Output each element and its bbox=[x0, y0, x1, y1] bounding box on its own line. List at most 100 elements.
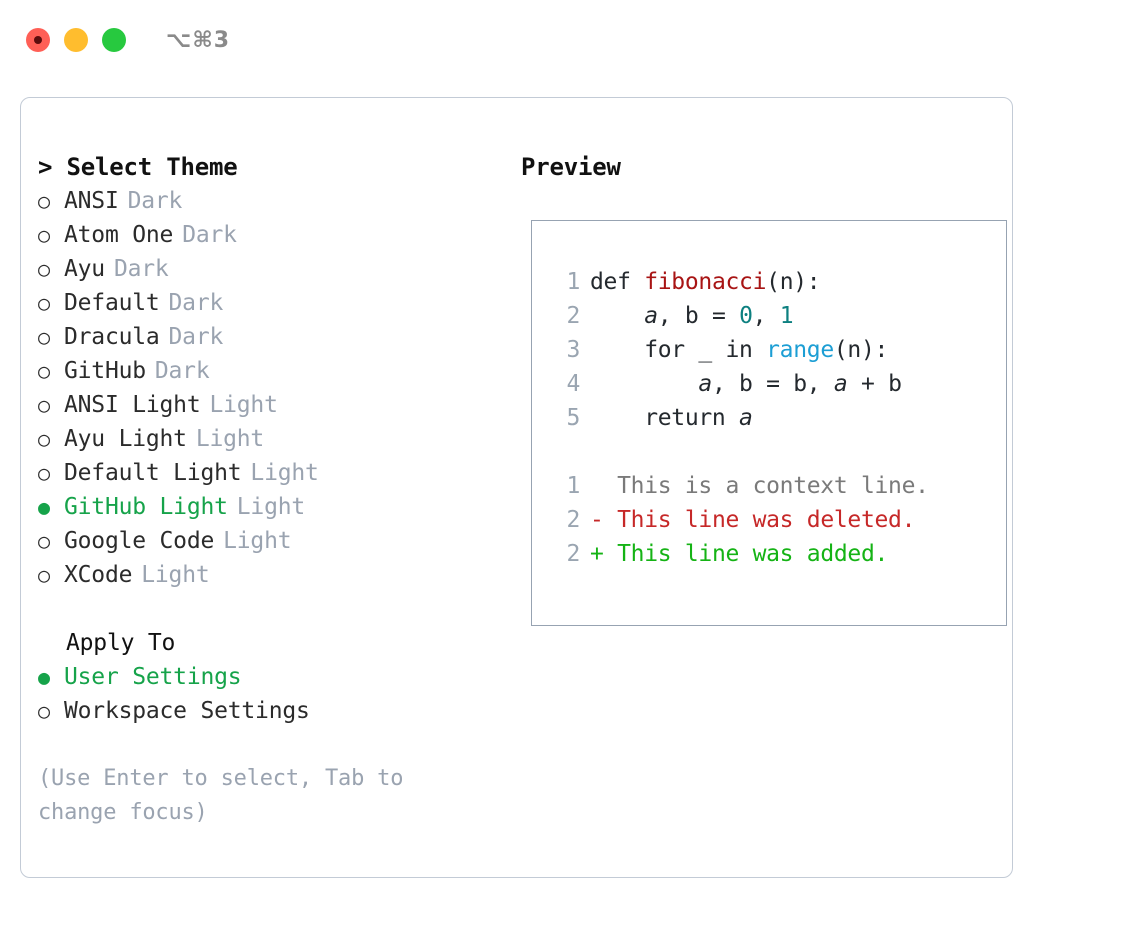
main-panel: > Select Theme ○ ANSI Dark ○ Atom One Da… bbox=[20, 97, 1013, 878]
theme-category: Light bbox=[141, 562, 210, 588]
apply-to-options: ● User Settings ○ Workspace Settings bbox=[38, 660, 501, 728]
theme-list-item[interactable]: ○ Ayu Light Light bbox=[38, 422, 501, 456]
code-token-variable: a bbox=[644, 303, 658, 329]
theme-name: XCode bbox=[64, 562, 133, 588]
diff-sample: 1 This is a context line. 2 - This line … bbox=[550, 469, 1006, 571]
theme-category: Dark bbox=[154, 358, 210, 384]
theme-list-item[interactable]: ○ GitHub Dark bbox=[38, 354, 501, 388]
theme-list-item[interactable]: ○ Ayu Dark bbox=[38, 252, 501, 286]
theme-name: GitHub Light bbox=[64, 494, 228, 520]
window-controls bbox=[26, 28, 126, 52]
radio-icon: ○ bbox=[38, 427, 50, 451]
line-number: 1 bbox=[566, 473, 580, 499]
theme-list-item[interactable]: ○ XCode Light bbox=[38, 558, 501, 592]
code-token bbox=[590, 367, 698, 401]
theme-category: Light bbox=[195, 426, 265, 452]
close-button[interactable] bbox=[26, 28, 50, 52]
theme-list-item[interactable]: ○ ANSI Dark bbox=[38, 184, 501, 218]
minimize-button[interactable] bbox=[64, 28, 88, 52]
theme-list: ○ ANSI Dark ○ Atom One Dark ○ Ayu Dark bbox=[38, 184, 501, 592]
code-token-function: fibonacci bbox=[644, 269, 767, 295]
theme-name: ANSI bbox=[64, 188, 119, 214]
diff-text: This line was deleted. bbox=[603, 507, 916, 533]
code-token: , b = b, bbox=[711, 371, 834, 397]
radio-icon: ○ bbox=[38, 699, 50, 723]
maximize-button[interactable] bbox=[102, 28, 126, 52]
preview-spacer bbox=[550, 435, 1006, 469]
theme-category: Light bbox=[223, 528, 292, 554]
line-number: 3 bbox=[566, 337, 580, 363]
close-icon bbox=[34, 36, 42, 44]
theme-list-item[interactable]: ○ Default Light Light bbox=[38, 456, 501, 490]
theme-list-item[interactable]: ○ Default Dark bbox=[38, 286, 501, 320]
diff-line-deleted: 2 - This line was deleted. bbox=[550, 503, 1006, 537]
code-token: + b bbox=[847, 371, 902, 397]
preview-heading: Preview bbox=[521, 153, 621, 181]
theme-name: Google Code bbox=[64, 528, 215, 554]
theme-picker-column: > Select Theme ○ ANSI Dark ○ Atom One Da… bbox=[21, 98, 501, 877]
code-token-variable: a bbox=[698, 371, 712, 397]
select-theme-heading: > Select Theme bbox=[38, 153, 238, 181]
line-number: 2 bbox=[566, 303, 580, 329]
code-token: for _ in bbox=[590, 337, 767, 363]
line-number: 2 bbox=[566, 507, 580, 533]
theme-name: Atom One bbox=[64, 222, 174, 248]
code-token bbox=[590, 299, 644, 333]
radio-icon: ○ bbox=[38, 529, 50, 553]
code-token-number: 0 bbox=[739, 303, 753, 329]
radio-icon-selected: ● bbox=[38, 495, 50, 519]
line-number: 5 bbox=[566, 405, 580, 431]
preview-column: Preview 1 def fibonacci (n): 2 bbox=[501, 98, 1012, 877]
title-bar: ⌥⌘3 bbox=[0, 0, 1140, 80]
preview-box: 1 def fibonacci (n): 2 a , b = bbox=[531, 220, 1007, 626]
code-token: def bbox=[590, 269, 645, 295]
theme-category: Light bbox=[250, 460, 319, 486]
code-token: , bbox=[657, 303, 685, 329]
theme-name: GitHub bbox=[64, 358, 146, 384]
theme-list-item[interactable]: ○ Dracula Dark bbox=[38, 320, 501, 354]
theme-name: Ayu Light bbox=[64, 426, 187, 452]
theme-list-item[interactable]: ○ ANSI Light Light bbox=[38, 388, 501, 422]
radio-icon: ○ bbox=[38, 563, 50, 587]
theme-name: Ayu bbox=[64, 256, 105, 282]
radio-icon: ○ bbox=[38, 223, 50, 247]
code-token: = bbox=[698, 303, 740, 329]
diff-text: This is a context line. bbox=[590, 473, 929, 499]
radio-icon: ○ bbox=[38, 291, 50, 315]
theme-category: Light bbox=[209, 392, 278, 418]
theme-category: Dark bbox=[168, 324, 224, 350]
line-number: 1 bbox=[566, 269, 580, 295]
radio-icon: ○ bbox=[38, 189, 50, 213]
theme-list-item-selected[interactable]: ● GitHub Light Light bbox=[38, 490, 501, 524]
line-number: 4 bbox=[566, 371, 580, 397]
code-token-builtin: range bbox=[766, 337, 834, 363]
apply-to-heading: Apply To bbox=[66, 630, 176, 656]
theme-category: Dark bbox=[127, 188, 183, 214]
theme-name: Default Light bbox=[64, 460, 242, 486]
diff-sign: - bbox=[590, 507, 604, 533]
theme-category: Dark bbox=[182, 222, 237, 248]
apply-to-option-label: Workspace Settings bbox=[64, 698, 310, 724]
code-token-variable: a bbox=[739, 405, 753, 431]
apply-to-option-selected[interactable]: ● User Settings bbox=[38, 660, 501, 694]
theme-list-item[interactable]: ○ Google Code Light bbox=[38, 524, 501, 558]
keyboard-shortcut-label: ⌥⌘3 bbox=[166, 27, 231, 53]
code-token: (n): bbox=[833, 337, 889, 363]
code-sample: 1 def fibonacci (n): 2 a , b = bbox=[550, 265, 1006, 435]
theme-name: Default bbox=[64, 290, 160, 316]
code-token: (n): bbox=[766, 269, 821, 295]
diff-line-context: 1 This is a context line. bbox=[550, 469, 1006, 503]
line-number: 2 bbox=[566, 541, 580, 567]
code-line: 4 a , b = b, a + b bbox=[550, 367, 1006, 401]
code-token-number: 1 bbox=[779, 303, 794, 329]
code-token: b bbox=[684, 303, 699, 329]
list-spacer bbox=[38, 592, 501, 626]
apply-to-option[interactable]: ○ Workspace Settings bbox=[38, 694, 501, 728]
theme-list-item[interactable]: ○ Atom One Dark bbox=[38, 218, 501, 252]
radio-icon: ○ bbox=[38, 393, 50, 417]
theme-name: ANSI Light bbox=[64, 392, 201, 418]
radio-icon: ○ bbox=[38, 325, 50, 349]
theme-category: Light bbox=[236, 494, 306, 520]
code-token: , bbox=[752, 303, 780, 329]
